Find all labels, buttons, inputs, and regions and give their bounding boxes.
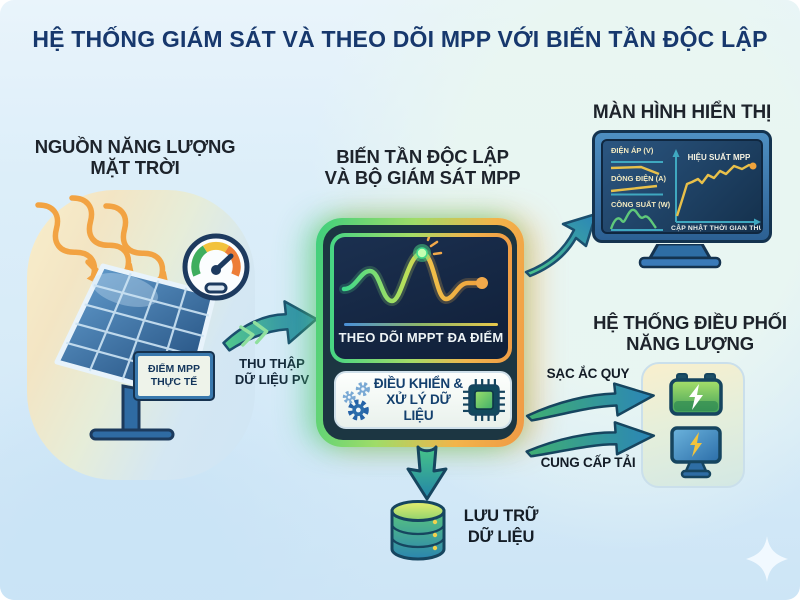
collect-data-label: THU THẬP DỮ LIỆU PV xyxy=(222,356,322,389)
control-label-line1: ĐIỀU KHIỂN & xyxy=(373,375,463,391)
mpp-point-line1: ĐIỂM MPP xyxy=(148,362,200,375)
control-label: ĐIỀU KHIỂN & XỬ LÝ DỮ LIỆU xyxy=(374,376,463,425)
solar-heading-line1: NGUỒN NĂNG LƯỢNG xyxy=(34,136,236,157)
metric-power-label: CÔNG SUẤT (W) xyxy=(611,200,671,209)
efficiency-chart-title: HIỆU SUẤT MPP xyxy=(687,153,751,162)
gears-icon xyxy=(342,381,370,421)
sparkle-icon xyxy=(746,536,788,582)
energy-section-heading: HỆ THỐNG ĐIỀU PHỐI NĂNG LƯỢNG xyxy=(588,312,792,354)
realtime-caption: CẬP NHẬT THỜI GIAN THỰC xyxy=(671,225,763,232)
control-label-line2: XỬ LÝ DỮ LIỆU xyxy=(386,391,451,424)
inverter-heading-line1: BIẾN TẦN ĐỘC LẬP xyxy=(336,146,509,167)
supply-load-arrow-icon xyxy=(525,421,656,458)
gauge-icon xyxy=(182,233,250,301)
display-monitor-screen: ĐIỆN ÁP (V) DÒNG ĐIỆN (A) CÔNG SUẤT (W) … xyxy=(601,139,763,234)
storage-label-line2: DỮ LIỆU xyxy=(467,528,535,547)
charge-battery-label: SẠC ẮC QUY xyxy=(546,366,630,381)
database-icon xyxy=(390,500,446,561)
mppt-screen-label: THEO DÕI MPPT ĐA ĐIỂM xyxy=(338,330,504,345)
solar-section-heading: NGUỒN NĂNG LƯỢNG MẶT TRỜI xyxy=(20,136,250,178)
collect-label-line1: THU THẬP xyxy=(239,356,305,371)
to-storage-arrow-icon xyxy=(406,445,448,501)
supply-load-label: CUNG CẤP TẢI xyxy=(540,455,636,470)
display-monitor-stand xyxy=(638,244,722,269)
storage-label: LƯU TRỮ DỮ LIỆU xyxy=(450,506,552,549)
storage-label-line1: LƯU TRỮ xyxy=(463,507,539,525)
solar-heading-line2: MẶT TRỜI xyxy=(90,157,180,179)
collect-label-line2: DỮ LIỆU PV xyxy=(234,372,310,388)
charge-battery-arrow-icon xyxy=(525,382,655,422)
metric-current-label: DÒNG ĐIỆN (A) xyxy=(611,174,666,183)
inverter-section-heading: BIẾN TẦN ĐỘC LẬP VÀ BỘ GIÁM SÁT MPP xyxy=(315,146,530,188)
inverter-heading-line2: VÀ BỘ GIÁM SÁT MPP xyxy=(324,167,521,189)
display-charts-icon xyxy=(609,149,761,231)
screen-divider xyxy=(344,323,498,326)
mpp-point-line2: THỰC TẾ xyxy=(150,376,198,388)
collect-data-arrow-icon xyxy=(222,300,318,352)
metric-voltage-label: ĐIỆN ÁP (V) xyxy=(611,146,654,155)
page-title: HỆ THỐNG GIÁM SÁT VÀ THEO DÕI MPP VỚI BI… xyxy=(32,26,768,52)
display-section-heading: MÀN HÌNH HIỂN THỊ xyxy=(592,102,772,123)
energy-heading-line2: NĂNG LƯỢNG xyxy=(626,333,754,355)
mppt-screen-frame: THEO DÕI MPPT ĐA ĐIỂM xyxy=(330,233,512,363)
mppt-curve-icon xyxy=(339,237,488,307)
mpp-point-screen: ĐIỂM MPP THỰC TẾ xyxy=(138,356,210,396)
energy-heading-line1: HỆ THỐNG ĐIỀU PHỐI xyxy=(593,312,787,333)
battery-icon xyxy=(669,373,723,416)
mppt-screen: THEO DÕI MPPT ĐA ĐIỂM xyxy=(334,237,508,359)
load-monitor-icon xyxy=(670,426,722,479)
control-panel: ĐIỀU KHIỂN & XỬ LÝ DỮ LIỆU xyxy=(334,371,512,429)
mpp-point-monitor: ĐIỂM MPP THỰC TẾ xyxy=(133,351,215,401)
chip-icon xyxy=(463,379,505,421)
